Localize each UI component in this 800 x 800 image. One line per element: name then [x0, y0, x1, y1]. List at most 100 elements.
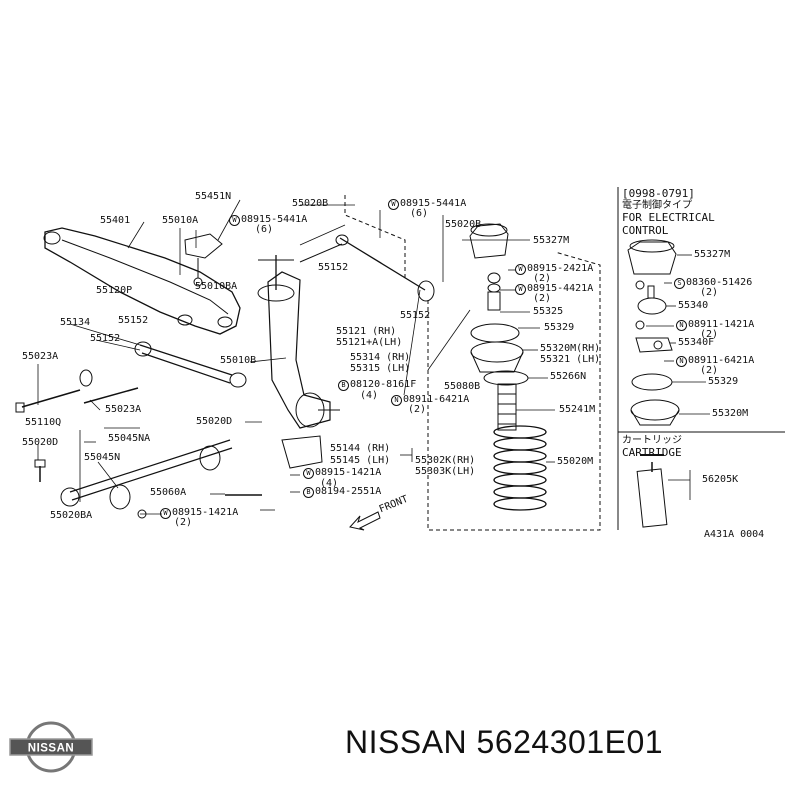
- coil-spring-part: [493, 425, 547, 511]
- variant-title-line1: FOR ELECTRICAL: [622, 211, 715, 224]
- part-label: 55144 (RH): [330, 443, 391, 454]
- part-label: 55303K(LH): [415, 466, 476, 477]
- part-number-caption: NISSAN 5624301E01: [345, 724, 664, 760]
- part-label: 55340: [678, 300, 709, 311]
- part-label: 55152: [90, 333, 121, 344]
- part-label: 55241M: [559, 404, 596, 415]
- panel-top-mount-part: [627, 241, 677, 275]
- part-label: 55010A: [162, 215, 199, 226]
- part-label: 55020B: [292, 198, 329, 209]
- bolt-55023A-a: [21, 389, 81, 408]
- dust-boot-part: [497, 383, 517, 431]
- strut-mount-part: [470, 341, 524, 363]
- part-label: 55152: [318, 262, 349, 273]
- part-label: 55045N: [84, 452, 121, 463]
- part-label: 55152: [118, 315, 149, 326]
- cartridge-title-jp: カートリッジ: [622, 435, 682, 446]
- part-label: 56205K: [702, 474, 739, 485]
- front-arrow-icon: [349, 511, 381, 531]
- part-label: 55401: [100, 215, 131, 226]
- part-label: 55020BA: [50, 510, 93, 521]
- part-label: 55010BA: [195, 281, 238, 292]
- part-label: 55020D: [196, 416, 233, 427]
- leader-lines: [37, 199, 710, 515]
- part-qty: (2): [700, 329, 719, 340]
- part-label: 55325: [533, 306, 564, 317]
- part-label: 55340F: [678, 337, 715, 348]
- insulator-part: [470, 323, 520, 343]
- part-label: 55110Q: [25, 417, 62, 428]
- panel-55320M-part: [630, 399, 680, 421]
- part-label: 55020B: [445, 219, 482, 230]
- part-label: 55023A: [22, 351, 59, 362]
- part-label: 55020D: [22, 437, 59, 448]
- part-label: 55023A: [105, 404, 142, 415]
- part-qty: (6): [410, 208, 429, 219]
- cartridge-part: [636, 468, 668, 528]
- part-label: 55145 (LH): [330, 455, 391, 466]
- part-label: 55060A: [150, 487, 187, 498]
- diagram-reference-code: A431A 0004: [704, 529, 765, 540]
- variant-title-line2: CONTROL: [622, 224, 669, 237]
- part-qty: (4): [320, 478, 339, 489]
- part-label: 55329: [708, 376, 739, 387]
- knuckle-part: [267, 271, 340, 469]
- nissan-logo-icon: NISSAN: [9, 721, 93, 773]
- part-label: 55120P: [96, 285, 133, 296]
- part-label: 55080B: [444, 381, 481, 392]
- part-qty: (4): [360, 390, 379, 401]
- part-label: 55321 (LH): [540, 354, 601, 365]
- part-label: 55134: [60, 317, 91, 328]
- part-qty: (2): [174, 517, 193, 528]
- part-label: 55315 (LH): [350, 363, 411, 374]
- part-label: 55302K(RH): [415, 455, 476, 466]
- top-mount-part: [469, 223, 509, 259]
- part-label: 55320M(RH): [540, 343, 601, 354]
- variant-date-range: [0998-0791]: [622, 187, 695, 200]
- svg-text:NISSAN: NISSAN: [28, 743, 74, 755]
- part-qty: (2): [533, 273, 552, 284]
- part-label: 55266N: [550, 371, 587, 382]
- part-label: 55314 (RH): [350, 352, 411, 363]
- part-label: 55152: [400, 310, 431, 321]
- part-label: 55320M: [712, 408, 749, 419]
- part-qty: (2): [700, 287, 719, 298]
- bracket-part: [184, 233, 223, 259]
- part-label: 55010B: [220, 355, 257, 366]
- part-label: 55327M: [694, 249, 731, 260]
- part-label: 55020M: [557, 456, 594, 467]
- part-label: 55121+A(LH): [336, 337, 403, 348]
- panel-55340-part: [637, 297, 667, 315]
- strut-dashed-frame: [427, 251, 601, 531]
- part-label: 55121 (RH): [336, 326, 397, 337]
- variant-type-jp: 電子制御タイプ: [622, 200, 692, 211]
- part-label: 55045NA: [108, 433, 151, 444]
- bolt-55023A-b: [83, 387, 139, 404]
- panel-55329-part: [631, 373, 673, 391]
- crossmember-part: [43, 227, 241, 335]
- part-qty: (2): [408, 404, 427, 415]
- part-label: 55451N: [195, 191, 232, 202]
- part-qty: (2): [533, 293, 552, 304]
- panel-55340F-part: [635, 337, 673, 353]
- cartridge-title: CARTRIDGE: [622, 446, 682, 459]
- upper-link-part: [139, 344, 233, 384]
- part-label: 55329: [544, 322, 575, 333]
- radius-rod: [339, 237, 426, 291]
- part-qty: (2): [700, 365, 719, 376]
- part-label: 55327M: [533, 235, 570, 246]
- part-qty: (6): [255, 224, 274, 235]
